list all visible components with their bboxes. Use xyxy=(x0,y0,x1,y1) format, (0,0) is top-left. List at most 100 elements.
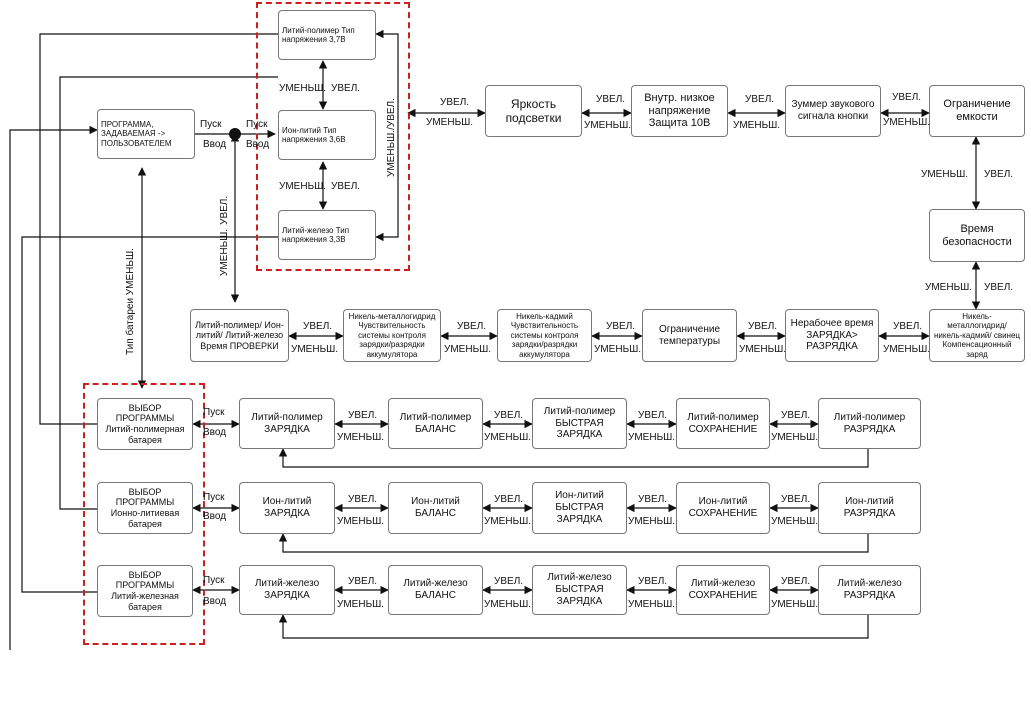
inc-label: УВЕЛ. xyxy=(781,494,811,505)
box-nicd-compensation[interactable]: Никель-металлогидрид/ никель-кадмий/ сви… xyxy=(929,309,1025,362)
box-temperature-limit[interactable]: Ограничение температуры xyxy=(642,309,737,362)
box-lipo-fast-charge[interactable]: Литий-полимер БЫСТРАЯ ЗАРЯДКА xyxy=(532,398,627,449)
inc-label: УВЕЛ. xyxy=(440,97,470,108)
dec-label: УМЕНЬШ. xyxy=(291,344,339,355)
box-liion-storage[interactable]: Ион-литий СОХРАНЕНИЕ xyxy=(676,482,770,534)
dec-inc-vertical-label: УМЕНЬШ.УВЕЛ. xyxy=(219,195,230,276)
program-select-group xyxy=(83,383,205,645)
box-lipo-storage[interactable]: Литий-полимер СОХРАНЕНИЕ xyxy=(676,398,770,449)
box-life-charge[interactable]: Литий-железо ЗАРЯДКА xyxy=(239,565,335,615)
box-life-fast-charge[interactable]: Литий-железо БЫСТРАЯ ЗАРЯДКА xyxy=(532,565,627,615)
dec-label: УМЕНЬШ. xyxy=(279,181,327,192)
dec-label: УМЕНЬШ. xyxy=(921,169,969,180)
box-low-voltage-protection[interactable]: Внутр. низкое напряжение Защита 10В xyxy=(631,85,728,137)
inc-label: УВЕЛ. xyxy=(494,494,524,505)
box-idle-time[interactable]: Нерабочее время ЗАРЯДКА> РАЗРЯДКА xyxy=(785,309,879,362)
inc-label: УВЕЛ. xyxy=(893,321,923,332)
dec-label: УМЕНЬШ. xyxy=(628,516,676,527)
enter-label: Ввод xyxy=(203,139,227,150)
inc-label: УВЕЛ. xyxy=(331,83,361,94)
inc-label: УВЕЛ. xyxy=(984,169,1014,180)
box-life-discharge[interactable]: Литий-железо РАЗРЯДКА xyxy=(818,565,921,615)
dec-label: УМЕНЬШ. xyxy=(628,432,676,443)
dec-label: УМЕНЬШ. xyxy=(733,120,781,131)
enter-label: Ввод xyxy=(203,511,227,522)
start-label: Пуск xyxy=(203,575,225,586)
start-label: Пуск xyxy=(246,119,268,130)
box-select-liion[interactable]: ВЫБОР ПРОГРАММЫ Ионно-литиевая батарея xyxy=(97,482,193,534)
dec-label: УМЕНЬШ. xyxy=(883,117,931,128)
box-liion-charge[interactable]: Ион-литий ЗАРЯДКА xyxy=(239,482,335,534)
enter-label: Ввод xyxy=(203,596,227,607)
box-lipo-balance[interactable]: Литий-полимер БАЛАНС xyxy=(388,398,483,449)
inc-label: УВЕЛ. xyxy=(494,410,524,421)
dec-label: УМЕНЬШ. xyxy=(584,120,632,131)
battery-type-dec-label: Тип батареи УМЕНЬШ. xyxy=(125,248,136,355)
box-liion-balance[interactable]: Ион-литий БАЛАНС xyxy=(388,482,483,534)
dec-label: УМЕНЬШ. xyxy=(628,599,676,610)
box-life-storage[interactable]: Литий-железо СОХРАНЕНИЕ xyxy=(676,565,770,615)
inc-label: УВЕЛ. xyxy=(638,576,668,587)
dec-label: УМЕНЬШ. xyxy=(279,83,327,94)
dec-label: УМЕНЬШ. xyxy=(426,117,474,128)
box-nicd-sensitivity[interactable]: Никель-кадмий Чувствительность системы к… xyxy=(497,309,592,362)
dec-label: УМЕНЬШ. xyxy=(337,599,385,610)
inc-label: УВЕЛ. xyxy=(892,92,922,103)
inc-label: УВЕЛ. xyxy=(638,410,668,421)
inc-label: УВЕЛ. xyxy=(348,576,378,587)
dec-label: УМЕНЬШ. xyxy=(771,516,819,527)
dec-label: УМЕНЬШ. xyxy=(883,344,931,355)
box-user-program[interactable]: ПРОГРАММА, ЗАДАВАЕМАЯ -> ПОЛЬЗОВАТЕЛЕМ xyxy=(97,109,195,159)
inc-label: УВЕЛ. xyxy=(348,410,378,421)
dec-label: УМЕНЬШ. xyxy=(337,516,385,527)
box-check-time[interactable]: Литий-полимер/ Ион-литий/ Литий-железо В… xyxy=(190,309,289,362)
enter-label: Ввод xyxy=(203,427,227,438)
dec-label: УМЕНЬШ. xyxy=(739,344,787,355)
inc-label: УВЕЛ. xyxy=(745,94,775,105)
box-backlight[interactable]: Яркость подсветки xyxy=(485,85,582,137)
box-lipo-charge[interactable]: Литий-полимер ЗАРЯДКА xyxy=(239,398,335,449)
inc-label: УВЕЛ. xyxy=(748,321,778,332)
box-life-balance[interactable]: Литий-железо БАЛАНС xyxy=(388,565,483,615)
box-select-lipo[interactable]: ВЫБОР ПРОГРАММЫ Литий-полимерная батарея xyxy=(97,398,193,450)
inc-label: УВЕЛ. xyxy=(638,494,668,505)
inc-label: УВЕЛ. xyxy=(596,94,626,105)
box-safety-time[interactable]: Время безопасности xyxy=(929,209,1025,262)
dec-label: УМЕНЬШ. xyxy=(337,432,385,443)
enter-label: Ввод xyxy=(246,139,270,150)
inc-label: УВЕЛ. xyxy=(781,576,811,587)
start-label: Пуск xyxy=(203,407,225,418)
dec-label: УМЕНЬШ. xyxy=(594,344,642,355)
dec-label: УМЕНЬШ. xyxy=(484,432,532,443)
box-liion-discharge[interactable]: Ион-литий РАЗРЯДКА xyxy=(818,482,921,534)
inc-label: УВЕЛ. xyxy=(303,321,333,332)
box-life-voltage-type[interactable]: Литий-железо Тип напряжения 3,3В xyxy=(278,210,376,260)
box-buzzer[interactable]: Зуммер звукового сигнала кнопки xyxy=(785,85,881,137)
dec-label: УМЕНЬШ. xyxy=(484,599,532,610)
dec-inc-vertical-label: УМЕНЬШ./УВЕЛ. xyxy=(386,98,397,177)
inc-label: УВЕЛ. xyxy=(494,576,524,587)
box-liion-voltage-type[interactable]: Ион-литий Тип напряжения 3,6В xyxy=(278,110,376,160)
start-label: Пуск xyxy=(200,119,222,130)
dec-label: УМЕНЬШ. xyxy=(925,282,973,293)
inc-label: УВЕЛ. xyxy=(984,282,1014,293)
inc-label: УВЕЛ. xyxy=(606,321,636,332)
inc-label: УВЕЛ. xyxy=(348,494,378,505)
dec-label: УМЕНЬШ. xyxy=(444,344,492,355)
junction-dot xyxy=(229,128,241,140)
start-label: Пуск xyxy=(203,492,225,503)
inc-label: УВЕЛ. xyxy=(457,321,487,332)
box-nimh-sensitivity[interactable]: Никель-металлогидрид Чувствительность си… xyxy=(343,309,441,362)
box-capacity-limit[interactable]: Ограничение емкости xyxy=(929,85,1025,137)
box-lipo-discharge[interactable]: Литий-полимер РАЗРЯДКА xyxy=(818,398,921,449)
dec-label: УМЕНЬШ. xyxy=(771,432,819,443)
box-liion-fast-charge[interactable]: Ион-литий БЫСТРАЯ ЗАРЯДКА xyxy=(532,482,627,534)
dec-label: УМЕНЬШ. xyxy=(771,599,819,610)
inc-label: УВЕЛ. xyxy=(781,410,811,421)
inc-label: УВЕЛ. xyxy=(331,181,361,192)
box-lipo-voltage-type[interactable]: Литий-полимер Тип напряжения 3,7В xyxy=(278,10,376,60)
box-select-life[interactable]: ВЫБОР ПРОГРАММЫ Литий-железная батарея xyxy=(97,565,193,617)
voltage-type-group xyxy=(256,2,410,271)
